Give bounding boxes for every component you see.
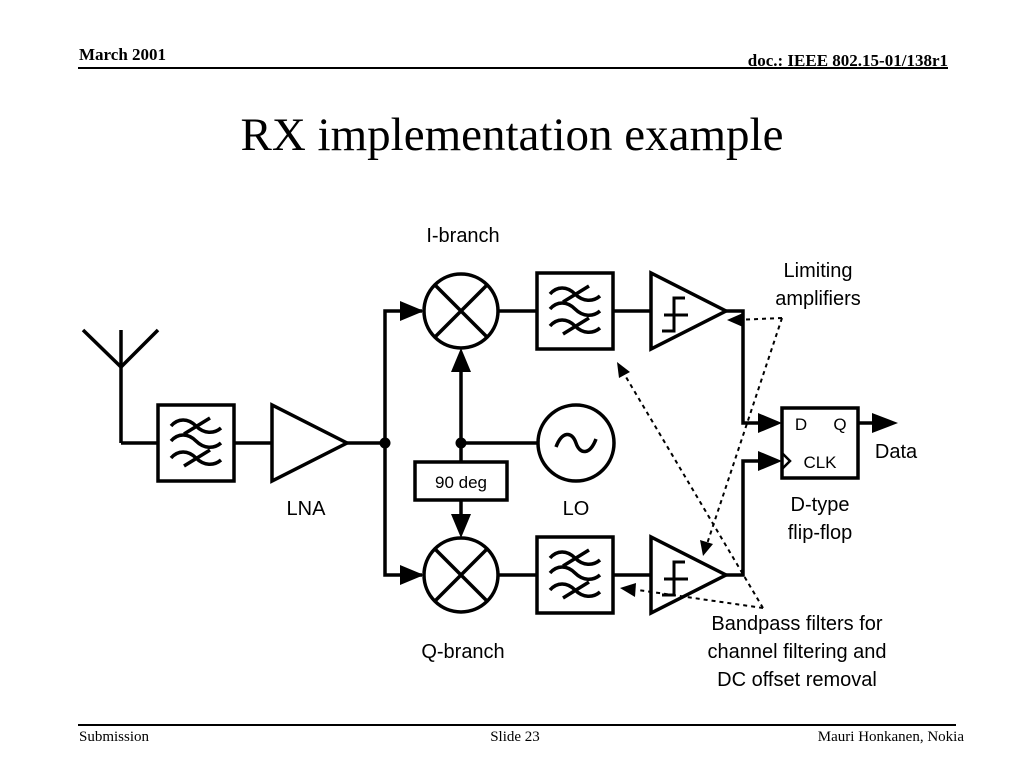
arrow-into-d-icon (758, 413, 782, 433)
q-limiting-amp-icon (649, 534, 730, 616)
oscillator-icon (536, 403, 616, 483)
label-i-branch: I-branch (426, 225, 499, 247)
q-mixer-icon (422, 536, 500, 614)
label-q-branch: Q-branch (421, 641, 504, 663)
label-limiting-line1: Limiting (784, 260, 853, 282)
junction-lo-dot (455, 437, 467, 449)
junction-rf-dot (379, 437, 391, 449)
footer-left: Submission (79, 729, 150, 745)
label-bpf-line3: DC offset removal (717, 669, 877, 691)
callout-arrow-q-amp-icon (700, 540, 713, 556)
arrow-lo-to-i-mixer-icon (451, 348, 471, 372)
label-data: Data (875, 441, 918, 463)
wire-q-to-ff (726, 459, 758, 577)
callout-bpf-to-i-filter (622, 371, 764, 609)
header-rule (78, 67, 948, 69)
label-bpf-line1: Bandpass filters for (711, 613, 883, 635)
header-date: March 2001 (79, 45, 167, 64)
label-phase-shift: 90 deg (435, 473, 487, 492)
wire-i-to-ff (726, 309, 758, 425)
callout-arrow-q-filter-icon (620, 583, 636, 597)
q-filter-icon (548, 548, 602, 600)
footer-right: Mauri Honkanen, Nokia (817, 729, 964, 745)
i-filter-icon (548, 284, 602, 336)
footer-rule (78, 724, 956, 726)
label-lna: LNA (287, 498, 327, 520)
callout-bpf-to-q-filter (637, 589, 764, 609)
i-mixer-icon (422, 272, 500, 350)
callout-arrow-i-amp-icon (727, 313, 743, 327)
label-ff-q: Q (833, 415, 846, 434)
label-ff-line2: flip-flop (788, 522, 852, 544)
footer-center: Slide 23 (490, 729, 540, 745)
arrow-data-out-icon (872, 413, 898, 433)
label-lo: LO (563, 498, 590, 520)
arrow-into-i-mixer-icon (400, 301, 424, 321)
label-ff-d: D (795, 415, 807, 434)
wire-rf-split (383, 309, 422, 577)
arrow-into-clk-icon (758, 451, 782, 471)
i-limiting-amp-icon (649, 270, 730, 352)
lna-amplifier-icon (270, 402, 351, 484)
callout-arrow-i-filter-icon (617, 362, 630, 378)
label-bpf-line2: channel filtering and (707, 641, 886, 663)
label-limiting-line2: amplifiers (775, 288, 861, 310)
label-ff-clk: CLK (803, 453, 837, 472)
antenna-icon (81, 328, 160, 443)
input-filter-icon (169, 416, 223, 468)
header-doc-id: doc.: IEEE 802.15-01/138r1 (747, 51, 948, 70)
slide-title: RX implementation example (240, 109, 784, 161)
label-ff-line1: D-type (791, 494, 850, 516)
callout-limiting-to-q-amp (705, 317, 783, 548)
arrow-into-q-mixer-icon (400, 565, 424, 585)
flip-flop-box (780, 406, 860, 480)
clock-input-icon (781, 452, 792, 470)
arrow-phase-to-q-mixer-icon (451, 514, 471, 538)
